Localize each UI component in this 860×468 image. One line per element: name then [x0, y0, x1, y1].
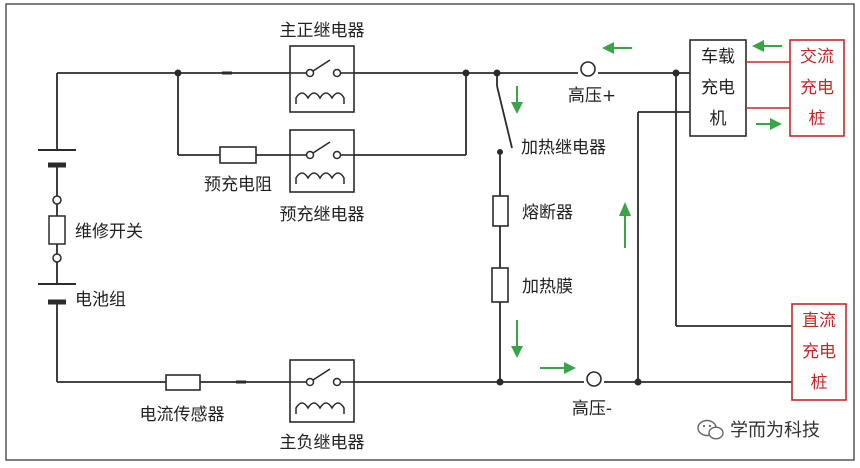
current-sensor-label: 电流传感器 [140, 405, 225, 425]
heating-relay-contact [497, 149, 503, 155]
hv-negative-terminal [586, 371, 602, 387]
arrow-right-bottom [540, 362, 576, 374]
fuse-symbol [492, 195, 509, 227]
battery-upper-cell [38, 149, 76, 168]
main-positive-relay-label: 主正继电器 [280, 21, 365, 41]
arrow-left-ac-in [752, 40, 782, 52]
heating-film-symbol [491, 267, 509, 303]
precharge-resistor-symbol [219, 146, 257, 164]
precharge-resistor-label: 预充电阻 [204, 175, 272, 195]
obc-box [689, 39, 747, 137]
main-negative-relay-symbol [289, 359, 355, 423]
ac-pile-label-line2: 充电 [800, 78, 834, 98]
ac-charging-pile-box [789, 39, 845, 137]
arrow-down-heating-top [511, 86, 523, 114]
wechat-icon [697, 419, 724, 440]
ac-pile-label-line1: 交流 [800, 47, 834, 67]
hv-positive-label: 高压+ [568, 86, 616, 106]
fuse-label: 熔断器 [522, 203, 573, 223]
arrow-left-top [602, 42, 632, 54]
obc-label-line2: 充电 [701, 78, 735, 98]
arrow-right-ac-out [756, 118, 782, 130]
ac-red-lines [746, 61, 790, 109]
watermark-text: 学而为科技 [730, 420, 820, 441]
main-positive-relay-symbol [289, 45, 355, 113]
arrow-up-right-column [619, 202, 631, 248]
dc-pile-label-line3: 桩 [811, 373, 828, 393]
heating-relay-label: 加热继电器 [521, 138, 606, 158]
dc-pile-label-line1: 直流 [802, 311, 836, 331]
junction-dots [174, 69, 680, 386]
flow-arrows [511, 40, 782, 374]
heating-film-label: 加热膜 [522, 277, 573, 297]
main-negative-relay-label: 主负继电器 [280, 433, 365, 453]
ac-pile-label-line3: 桩 [809, 109, 826, 129]
dc-charging-pile-box [791, 303, 847, 401]
battery-lower-cell [38, 283, 76, 305]
service-switch-symbol [48, 195, 66, 263]
diagram-frame [5, 3, 855, 461]
wires [56, 71, 792, 384]
dc-pile-label-line2: 充电 [802, 342, 836, 362]
obc-label-line1: 车载 [701, 47, 735, 67]
precharge-relay-symbol [289, 129, 355, 193]
service-switch-label: 维修开关 [75, 222, 143, 242]
hv-positive-terminal [580, 61, 596, 77]
precharge-relay-label: 预充继电器 [280, 205, 365, 225]
current-sensor-symbol [165, 374, 201, 391]
hv-negative-label: 高压- [572, 399, 612, 419]
battery-pack-label: 电池组 [75, 290, 126, 310]
obc-label-line3: 机 [710, 109, 727, 129]
arrow-down-heating-bottom [511, 320, 523, 358]
